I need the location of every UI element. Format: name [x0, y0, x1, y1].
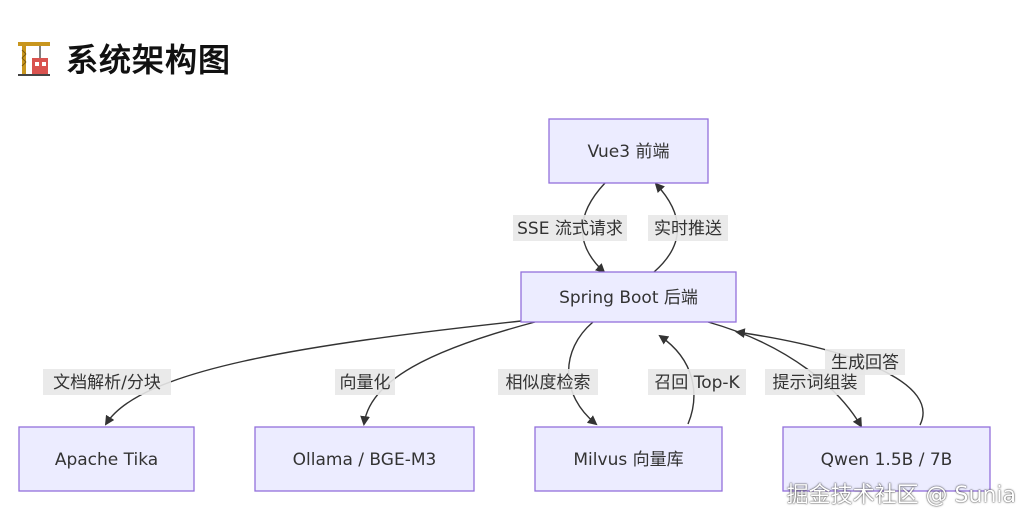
node-label: Apache Tika [55, 450, 158, 470]
node-qwen[interactable]: Qwen 1.5B / 7B [782, 426, 991, 492]
node-label: Spring Boot 后端 [559, 288, 698, 308]
watermark: 掘金技术社区 @ Sunia [786, 483, 1016, 508]
edge-label-similarity-search: 相似度检索 [506, 373, 591, 393]
edge-label-bg [513, 215, 627, 241]
edge-label-bg [43, 369, 171, 395]
construction-crane-icon [18, 42, 50, 76]
node-tika[interactable]: Apache Tika [18, 426, 195, 492]
edge-label-sse-request: SSE 流式请求 [517, 219, 623, 239]
edge-label-recall-topk: 召回 Top-K [654, 373, 740, 393]
edge-label-prompt-assembly: 提示词组装 [773, 373, 858, 393]
node-label: Ollama / BGE-M3 [293, 450, 437, 470]
node-milvus[interactable]: Milvus 向量库 [534, 426, 723, 492]
edge-backend-to-ollama [360, 321, 536, 426]
node-label: Vue3 前端 [588, 142, 670, 162]
edge-label-doc-parse: 文档解析/分块 [53, 373, 161, 393]
edge-label-vectorize: 向量化 [340, 373, 391, 393]
node-frontend[interactable]: Vue3 前端 [548, 118, 709, 184]
node-label: Milvus 向量库 [573, 450, 683, 470]
page-title: 系统架构图 [66, 41, 232, 79]
node-backend[interactable]: Spring Boot 后端 [520, 271, 737, 323]
node-ollama[interactable]: Ollama / BGE-M3 [254, 426, 475, 492]
edge-backend-to-tika [104, 320, 522, 426]
edge-label-bg [648, 215, 728, 241]
edge-label-bg [335, 369, 395, 395]
node-label: Qwen 1.5B / 7B [821, 450, 953, 470]
edge-label-generate-answer: 生成回答 [831, 353, 899, 373]
page-heading: 系统架构图 [14, 36, 231, 80]
edge-label-bg [825, 349, 905, 375]
edge-label-bg [648, 369, 746, 395]
edge-label-bg [498, 369, 598, 395]
edge-label-realtime-push: 实时推送 [654, 219, 722, 239]
